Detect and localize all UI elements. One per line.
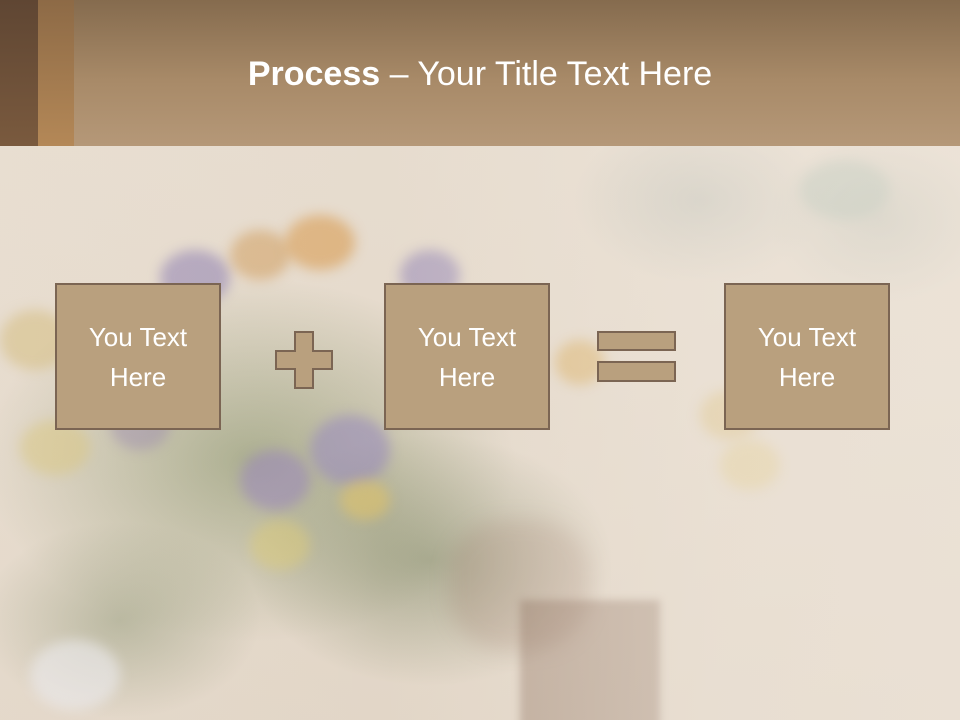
process-box-text: You Text Here bbox=[757, 321, 857, 392]
decorative-strip bbox=[0, 0, 38, 146]
slide-title[interactable]: Process – Your Title Text Here bbox=[74, 50, 886, 98]
process-box-2[interactable]: You Text Here bbox=[384, 283, 550, 430]
title-bold: Process bbox=[247, 55, 381, 93]
equals-icon bbox=[597, 331, 676, 382]
process-box-text: You Text Here bbox=[88, 321, 188, 392]
title-rest: – Your Title Text Here bbox=[380, 55, 713, 93]
process-box-text: You Text Here bbox=[417, 321, 517, 392]
process-box-1[interactable]: You Text Here bbox=[55, 283, 221, 430]
title-bar: Process – Your Title Text Here bbox=[0, 0, 960, 146]
plus-icon bbox=[275, 331, 333, 389]
decorative-strip bbox=[38, 0, 74, 146]
process-box-3[interactable]: You Text Here bbox=[724, 283, 890, 430]
